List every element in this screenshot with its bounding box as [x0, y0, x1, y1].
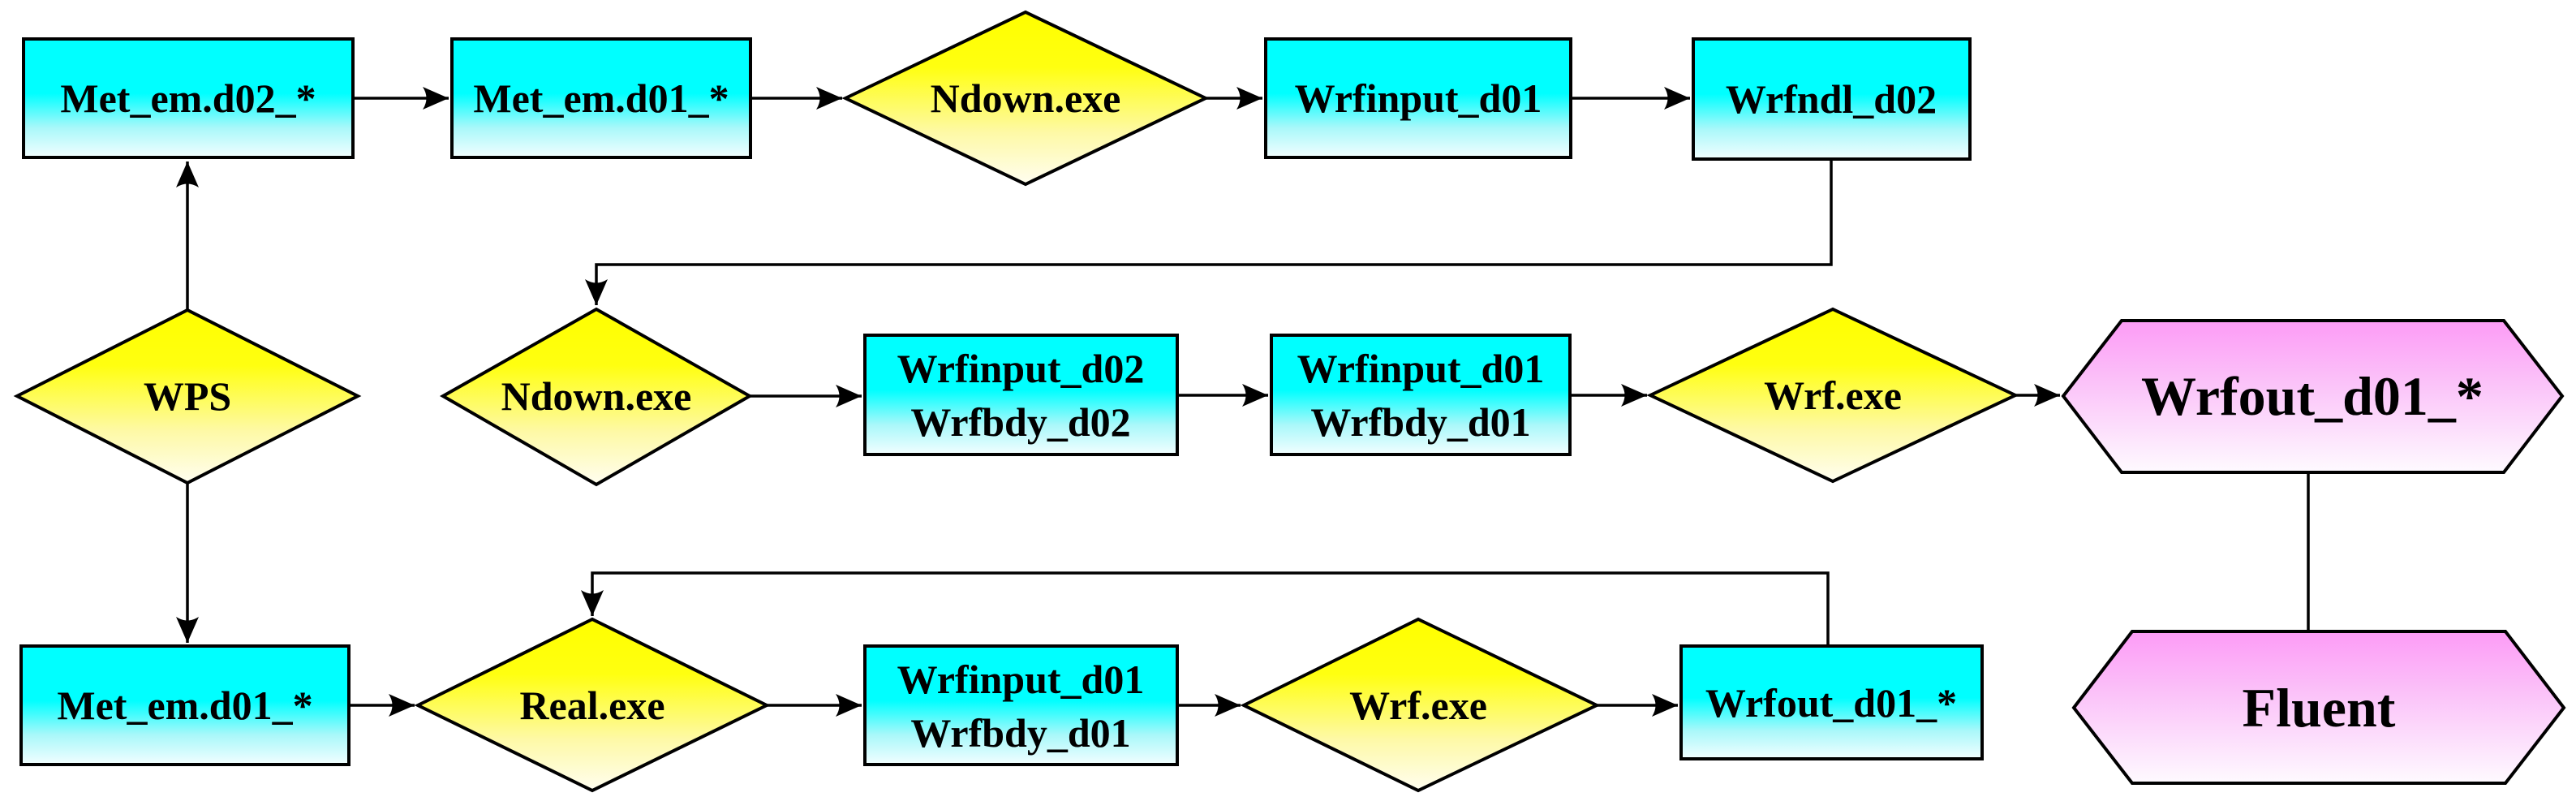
node-wrfout-d01-box-label: Wrfout_d01_*: [1705, 680, 1957, 726]
node-wrfndl-d02: Wrfndl_d02: [1692, 37, 1972, 161]
node-wrf-exe-mid: Wrf.exe: [1646, 307, 2019, 484]
node-met-em-d01-bottom-label: Met_em.d01_*: [57, 683, 312, 728]
node-wrfout-d01-box-rect: [1679, 644, 1984, 760]
node-wrfout-d01-box: Wrfout_d01_*: [1679, 644, 1984, 760]
node-wrfinput-d01-pair-mid-box: [1270, 334, 1572, 456]
node-wrf-exe-bottom: Wrf.exe: [1240, 617, 1601, 793]
edges: [176, 87, 2310, 717]
node-ndown-top: Ndown.exe: [841, 10, 1210, 187]
node-wrfndl-d02-box: [1692, 37, 1972, 161]
node-wrfinput-d01-pair-bottom-line2: Wrfbdy_d01: [910, 710, 1130, 756]
node-wrfinput-d01-pair-mid-line1: Wrfinput_d01: [1297, 346, 1545, 391]
node-wrf-exe-bottom-diamond: [1240, 617, 1601, 793]
node-wps-label: WPS: [144, 373, 231, 419]
edge-wrfout-box-to-real-exe-feedback: [581, 571, 1830, 646]
node-wrfinput-d01-top: Wrfinput_d01: [1264, 37, 1572, 159]
edge-wrfndl-d02-to-ndown-mid: [585, 159, 1833, 305]
node-wrfout-d01-hexagon-label: Wrfout_d01_*: [2141, 365, 2484, 427]
node-wrfinput-d02-pair-line2: Wrfbdy_d02: [910, 399, 1130, 445]
node-wrf-exe-mid-diamond: [1646, 307, 2019, 484]
node-met-em-d02-top: Met_em.d02_*: [22, 37, 355, 159]
node-real-exe: Real.exe: [414, 617, 771, 793]
node-ndown-mid-diamond: [439, 307, 754, 487]
node-fluent-hexagon-shape: [2071, 630, 2566, 785]
node-wrfout-d01-hexagon: Wrfout_d01_*: [2061, 319, 2565, 474]
node-met-em-d01-bottom: Met_em.d01_*: [19, 644, 350, 766]
node-wrfinput-d02-pair-box: [863, 334, 1179, 456]
node-met-em-d01-top-box: [450, 37, 752, 159]
node-met-em-d01-top: Met_em.d01_*: [450, 37, 752, 159]
node-ndown-top-label: Ndown.exe: [931, 75, 1121, 121]
node-wrf-exe-bottom-label: Wrf.exe: [1349, 683, 1487, 728]
node-wps: WPS: [13, 308, 362, 485]
node-wrfinput-d01-pair-mid: Wrfinput_d01 Wrfbdy_d01: [1270, 334, 1572, 456]
node-real-exe-label: Real.exe: [519, 683, 664, 728]
node-ndown-top-diamond: [841, 10, 1210, 187]
node-fluent-hexagon-label: Fluent: [2243, 677, 2396, 739]
node-fluent-hexagon: Fluent: [2071, 630, 2566, 785]
node-wrfndl-d02-label: Wrfndl_d02: [1726, 76, 1937, 122]
node-wrf-exe-mid-label: Wrf.exe: [1764, 373, 1902, 418]
node-wrfinput-d01-top-label: Wrfinput_d01: [1295, 75, 1542, 121]
node-wrfinput-d01-pair-mid-line2: Wrfbdy_d01: [1310, 399, 1530, 445]
node-met-em-d01-top-label: Met_em.d01_*: [473, 75, 729, 121]
node-ndown-mid: Ndown.exe: [439, 307, 754, 487]
node-wrfinput-d01-pair-bottom: Wrfinput_d01 Wrfbdy_d01: [863, 644, 1179, 766]
node-wrfinput-d01-pair-bottom-line1: Wrfinput_d01: [897, 657, 1145, 702]
node-wrfinput-d02-pair-line1: Wrfinput_d02: [897, 346, 1145, 391]
node-ndown-mid-label: Ndown.exe: [501, 373, 692, 419]
node-met-em-d01-bottom-box: [19, 644, 350, 766]
node-met-em-d02-top-box: [22, 37, 355, 159]
node-wrfinput-d01-pair-bottom-box: [863, 644, 1179, 766]
node-wps-diamond: [13, 308, 362, 485]
node-met-em-d02-top-label: Met_em.d02_*: [60, 75, 316, 121]
node-wrfout-d01-hexagon-shape: [2061, 319, 2565, 474]
node-wrfinput-d01-top-box: [1264, 37, 1572, 159]
node-real-exe-diamond: [414, 617, 771, 793]
node-wrfinput-d02-pair: Wrfinput_d02 Wrfbdy_d02: [863, 334, 1179, 456]
